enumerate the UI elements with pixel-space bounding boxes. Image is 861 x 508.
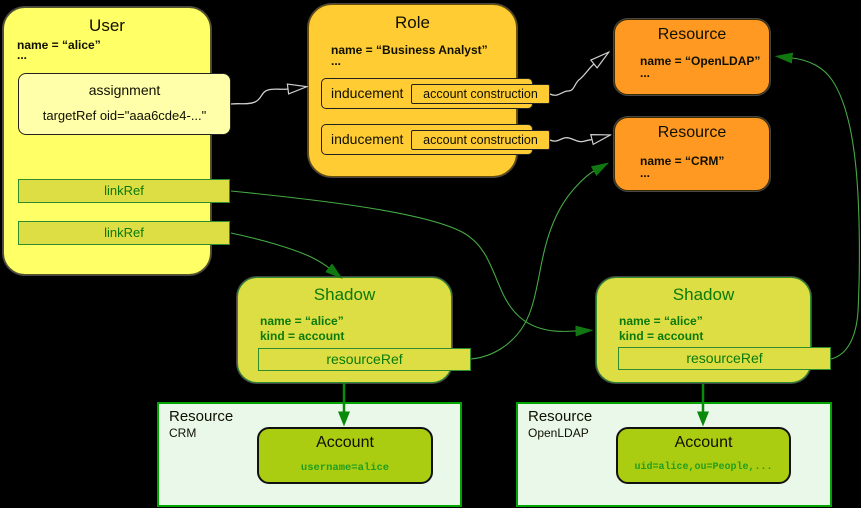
shadow-openldap-title: Shadow: [672, 285, 735, 304]
container-openldap-subtitle: OpenLDAP: [528, 426, 589, 440]
shadow-crm-name-line: name = “alice”: [260, 314, 344, 328]
resource-openldap-ellipsis: ...: [640, 66, 651, 80]
container-crm-subtitle: CRM: [169, 426, 197, 440]
role-ellipsis: ...: [331, 54, 342, 68]
role-name-line: name = “Business Analyst”: [331, 43, 488, 57]
container-crm-title: Resource: [169, 408, 234, 425]
account-openldap-box: Account uid=alice,ou=People,...: [616, 427, 791, 484]
account-openldap-identifier: uid=alice,ou=People,...: [634, 462, 773, 473]
shadow-openldap-kind-line: kind = account: [619, 329, 704, 343]
shadow-crm-kind-line: kind = account: [260, 329, 345, 343]
shadow-crm-title: Shadow: [313, 285, 376, 304]
arrow-construction1-to-resource-openldap: [549, 64, 594, 96]
resource-crm-box: Resource name = “CRM” ...: [614, 117, 770, 191]
resource-openldap-title: Resource: [657, 26, 727, 43]
assignment-label: assignment: [88, 82, 161, 98]
account-crm-title: Account: [316, 434, 374, 451]
resource-crm-name-line: name = “CRM”: [640, 154, 725, 168]
account-construction-box-2: account construction: [411, 130, 550, 150]
arrow-construction2-to-resource-crm: [549, 138, 592, 142]
arrow-assignment-to-role: [230, 89, 288, 105]
resource-openldap-name-line: name = “OpenLDAP”: [640, 54, 761, 68]
arrow-linkref2-to-shadow-crm: [230, 232, 343, 279]
assignment-targetref-text: targetRef oid="aaa6cde4-...": [42, 108, 207, 123]
resource-crm-ellipsis: ...: [640, 166, 651, 180]
shadow-openldap-name-line: name = “alice”: [619, 314, 703, 328]
assignment-box: assignment targetRef oid="aaa6cde4-...": [18, 73, 231, 135]
container-openldap-title: Resource: [528, 408, 593, 425]
account-openldap-title: Account: [674, 434, 733, 451]
account-construction-box-1: account construction: [411, 84, 550, 104]
account-crm-identifier: username=alice: [300, 462, 390, 474]
user-name-line: name = “alice”: [17, 38, 101, 52]
account-crm-box: Account username=alice: [257, 427, 433, 484]
resource-openldap-box: Resource name = “OpenLDAP” ...: [614, 19, 770, 95]
linkref-box-2: linkRef: [18, 221, 230, 245]
role-title: Role: [395, 13, 430, 32]
linkref-box-1: linkRef: [18, 179, 230, 203]
user-ellipsis: ...: [17, 48, 28, 62]
user-title: User: [89, 16, 125, 35]
resource-crm-title: Resource: [657, 124, 727, 141]
resourceref-box-openldap: resourceRef: [618, 347, 831, 370]
resourceref-box-crm: resourceRef: [258, 348, 471, 371]
arrow-resourceref-to-resource-crm: [470, 162, 610, 360]
